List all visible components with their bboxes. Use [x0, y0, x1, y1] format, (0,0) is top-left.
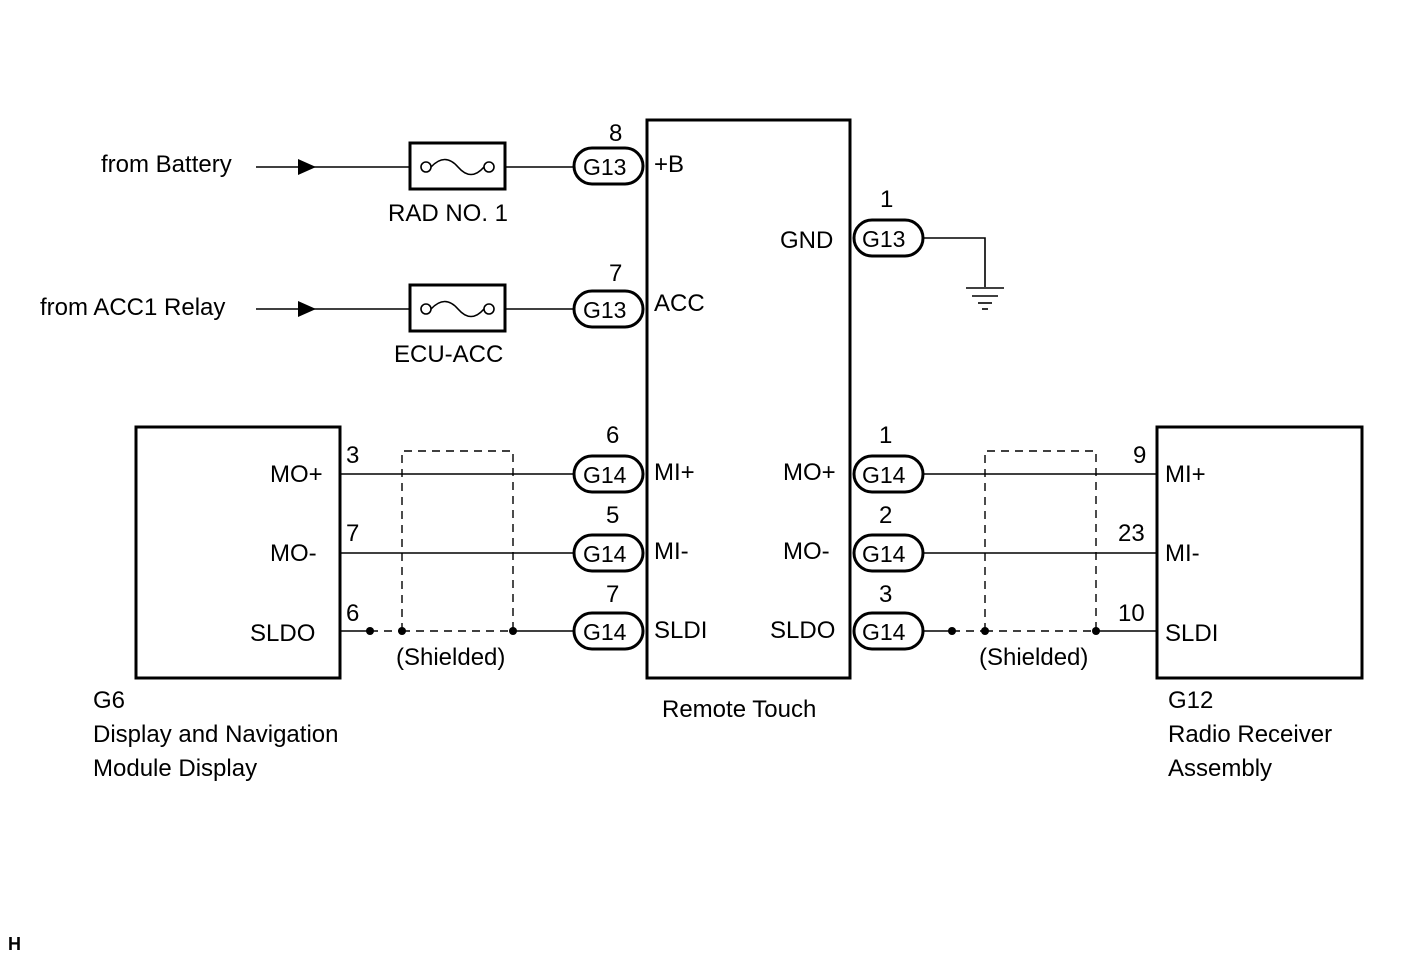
pin-number: 1	[879, 422, 892, 449]
rt-pin-mi-plus: 6 G14 MI+	[572, 422, 695, 494]
g6-pin-number: 6	[346, 600, 359, 627]
from-acc1-label: from ACC1 Relay	[40, 294, 225, 321]
g12-pin-number: 23	[1118, 520, 1145, 547]
display-module-box	[134, 425, 342, 680]
pin-number: 2	[879, 502, 892, 529]
connector-pill	[572, 146, 645, 186]
rt-pin-plus-b: 8 G13 +B	[572, 120, 684, 186]
splice-dot	[1092, 627, 1100, 635]
connector-code: G14	[862, 462, 906, 488]
pin-label: SLDI	[654, 617, 707, 644]
splice-dot	[509, 627, 517, 635]
splice-dot	[981, 627, 989, 635]
connector-code: G14	[583, 619, 627, 645]
fuse-ecu-label: ECU-ACC	[394, 341, 503, 368]
pin-number: 7	[609, 260, 622, 287]
g6-pin-label-mo-minus: MO-	[270, 540, 317, 567]
shield-outline-left	[401, 450, 514, 631]
g6-name-line1: Display and Navigation	[93, 721, 338, 748]
g12-pin-number: 9	[1133, 442, 1146, 469]
connector-code: G14	[583, 541, 627, 567]
ground-icon	[966, 287, 1004, 310]
connector-code: G14	[862, 619, 906, 645]
pin-number: 1	[880, 186, 893, 213]
splice-dot	[398, 627, 406, 635]
g6-name-line2: Module Display	[93, 755, 257, 782]
g6-pin-number: 7	[346, 520, 359, 547]
pin-number: 7	[606, 581, 619, 608]
shield-outline-right	[984, 450, 1097, 631]
pin-number: 5	[606, 502, 619, 529]
pin-number: 8	[609, 120, 622, 147]
connector-code: G14	[583, 462, 627, 488]
g6-pin-label-sldo: SLDO	[250, 620, 315, 647]
pin-number: 3	[879, 581, 892, 608]
from-battery-label: from Battery	[101, 151, 232, 178]
shielded-label-right: (Shielded)	[979, 644, 1088, 671]
rt-pin-gnd: 1 GND G13	[780, 186, 925, 258]
remote-touch-label: Remote Touch	[662, 696, 816, 723]
g12-pin-label-sldi: SLDI	[1165, 620, 1218, 647]
g12-name-line2: Assembly	[1168, 755, 1272, 782]
fuse-rad-label: RAD NO. 1	[388, 200, 508, 227]
connector-code: G14	[862, 541, 906, 567]
connector-pill	[572, 289, 645, 329]
pin-label: MO+	[783, 459, 836, 486]
pin-label: MO-	[783, 538, 830, 565]
splice-dot	[948, 627, 956, 635]
g12-name-line1: Radio Receiver	[1168, 721, 1332, 748]
fuse-rad-no1	[408, 141, 507, 191]
pin-label: +B	[654, 151, 684, 178]
g12-pin-label-mi-plus: MI+	[1165, 461, 1206, 488]
rt-pin-mo-minus: 2 MO- G14	[783, 502, 925, 573]
g12-pin-number: 10	[1118, 600, 1145, 627]
pin-label: SLDO	[770, 617, 835, 644]
fuse-ecu-acc	[408, 283, 507, 333]
g6-pin-number: 3	[346, 442, 359, 469]
ground-wire	[923, 237, 986, 287]
rt-pin-mi-minus: 5 G14 MI-	[572, 502, 689, 573]
shielded-label-left: (Shielded)	[396, 644, 505, 671]
g6-pin-label-mo-plus: MO+	[270, 461, 323, 488]
rt-pin-acc: 7 G13 ACC	[572, 260, 705, 329]
connector-code: G13	[583, 297, 626, 323]
corner-mark: H	[8, 934, 21, 954]
g12-pin-label-mi-minus: MI-	[1165, 540, 1200, 567]
rt-pin-sldo: 3 SLDO G14	[770, 581, 925, 651]
battery-arrow-icon	[298, 159, 316, 175]
pin-label: MI-	[654, 538, 689, 565]
pin-number: 6	[606, 422, 619, 449]
pin-label: GND	[780, 227, 833, 254]
g6-code-label: G6	[93, 687, 125, 714]
acc1-arrow-icon	[298, 301, 316, 317]
g12-code-label: G12	[1168, 687, 1213, 714]
radio-receiver-box	[1155, 425, 1364, 680]
splice-dot	[366, 627, 374, 635]
rt-pin-sldi: 7 G14 SLDI	[572, 581, 707, 651]
connector-code: G13	[862, 226, 905, 252]
pin-label: ACC	[654, 290, 705, 317]
connector-code: G13	[583, 154, 626, 180]
remote-touch-box	[645, 118, 852, 680]
pin-label: MI+	[654, 459, 695, 486]
